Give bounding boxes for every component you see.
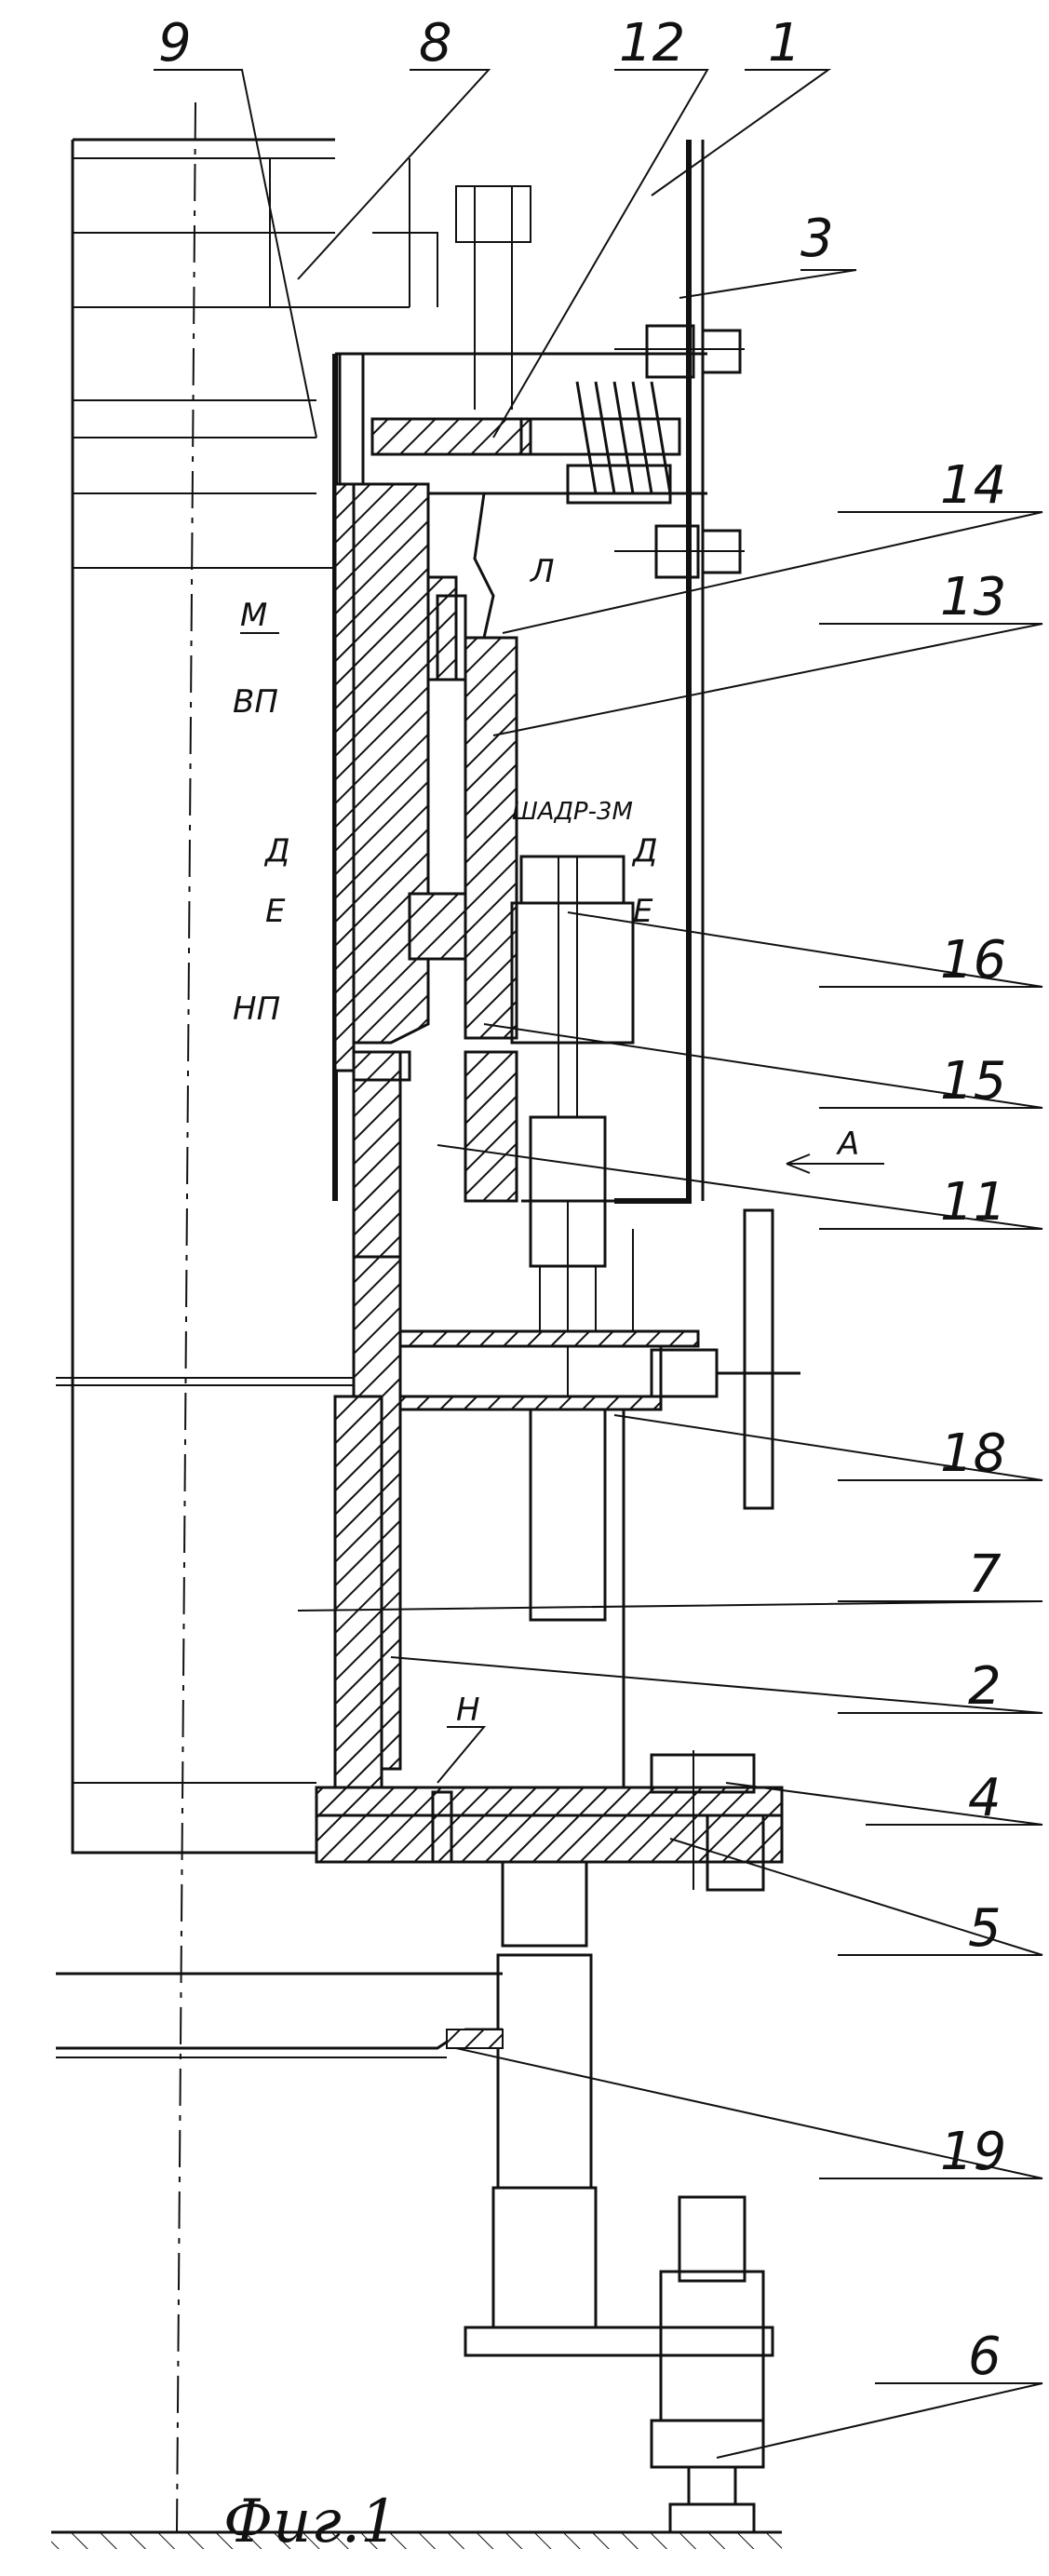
screw-18 (382, 1210, 800, 1508)
spindle-column (512, 856, 633, 1620)
base-plates (316, 1750, 782, 1890)
lower-post (56, 1862, 596, 2327)
callout-11: 11 (940, 1172, 1006, 1233)
leader-lines (154, 70, 1042, 2458)
callout-15: 15 (940, 1051, 1006, 1112)
callout-9: 9 (158, 13, 192, 74)
left-clamp (335, 354, 428, 1071)
label-a: А (836, 1126, 859, 1163)
callout-8: 8 (419, 13, 452, 74)
callout-1: 1 (768, 13, 801, 74)
callout-4: 4 (968, 1768, 1002, 1828)
callout-12: 12 (619, 13, 685, 74)
callout-16: 16 (940, 930, 1006, 991)
callout-13: 13 (940, 567, 1006, 627)
label-np: НП (233, 991, 280, 1028)
callout-2: 2 (968, 1656, 1002, 1717)
callout-19: 19 (940, 2122, 1006, 2182)
callout-7: 7 (968, 1544, 1002, 1605)
label-l: Л (529, 553, 555, 590)
label-e-right: Е (633, 893, 653, 930)
label-shadr: ШАДР-3М (512, 798, 633, 826)
label-h: Н (456, 1692, 480, 1729)
callout-3: 3 (800, 209, 834, 269)
label-vp: ВП (233, 683, 278, 721)
label-d: Д (263, 832, 290, 870)
callout-18: 18 (940, 1423, 1006, 1484)
callout-14: 14 (940, 455, 1006, 516)
callout-5: 5 (968, 1898, 1002, 1959)
label-e: Е (265, 893, 286, 930)
label-d-right: Д (631, 832, 658, 870)
callout-6: 6 (968, 2326, 1002, 2387)
ground (51, 2532, 782, 2549)
axis-line (177, 102, 195, 2532)
support-6 (465, 2197, 773, 2532)
label-m: М (240, 597, 267, 634)
figure-caption: Фиг.1 (223, 2488, 398, 2556)
